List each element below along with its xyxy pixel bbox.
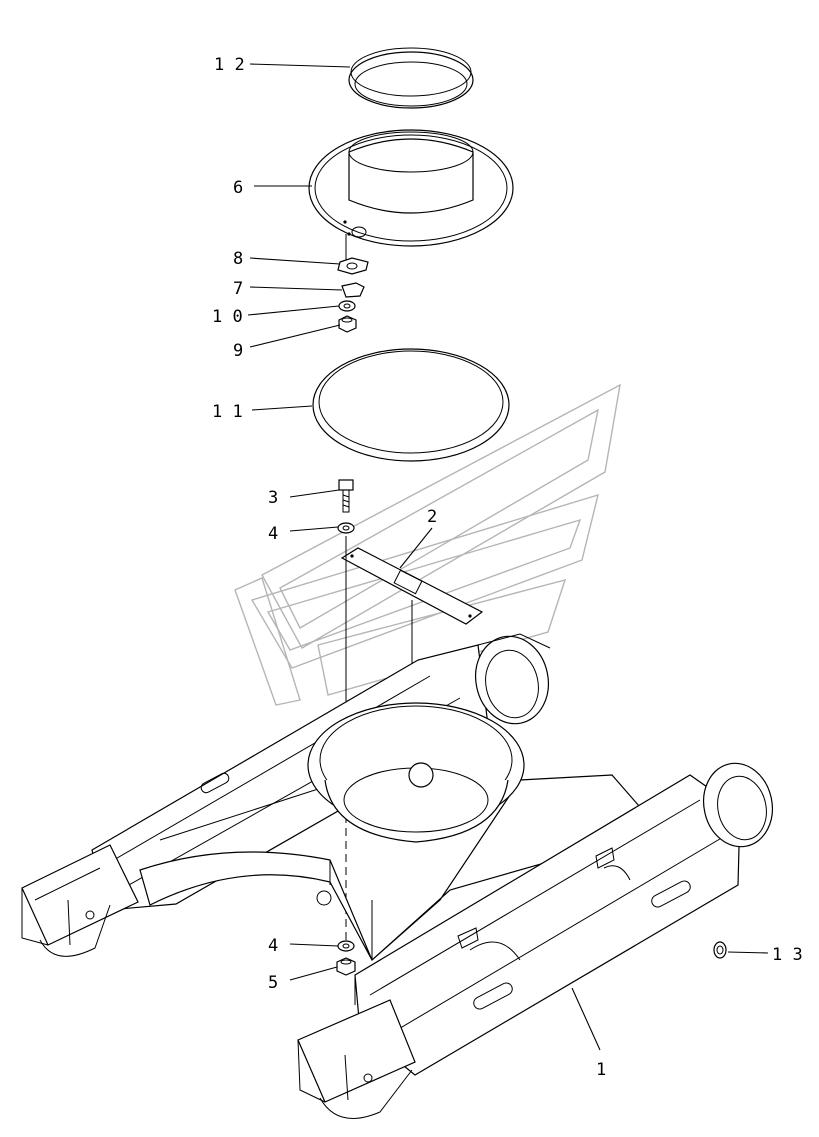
watermark-logo [234,383,621,706]
callout-7: 7 [233,279,243,299]
callout-9: 9 [233,341,243,361]
leader-lines [247,63,769,1051]
part-1-track-frame [21,633,773,1119]
callout-2: 2 [427,507,437,527]
part-13-plug [713,941,727,959]
callout-10: 1 0 [212,307,243,327]
part-12-seal-ring [348,47,474,109]
part-4-washer-upper [337,522,355,534]
callout-8: 8 [233,249,243,269]
part-8-gasket [337,257,369,275]
callout-labels: 1 2 6 8 7 1 0 9 1 1 3 4 2 4 5 1 3 1 [212,55,803,1080]
callout-12: 1 2 [214,55,245,75]
callout-5: 5 [268,973,278,993]
callout-1: 1 [596,1060,606,1080]
callout-11: 1 1 [212,402,243,422]
part-2-plate [340,547,484,625]
callout-6: 6 [233,178,243,198]
part-3-bolt [338,479,354,513]
part-11-large-ring [312,348,510,462]
part-6-cover-plate [308,129,514,247]
part-4-washer-lower [337,940,355,952]
part-5-nut [336,957,356,976]
callout-4-upper: 4 [268,524,278,544]
part-10-washer [338,300,356,312]
callout-3: 3 [268,488,278,508]
part-9-nut [338,315,357,333]
part-7-plate [341,282,365,298]
callout-13: 1 3 [772,945,803,965]
callout-4-lower: 4 [268,936,278,956]
